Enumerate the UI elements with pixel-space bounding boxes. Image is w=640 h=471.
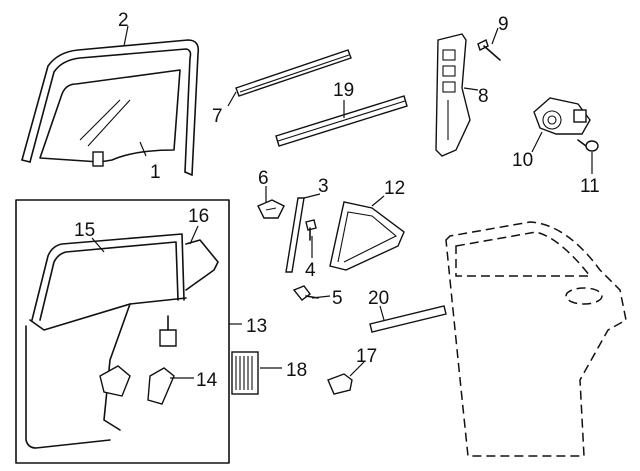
callout-17: 17 (356, 346, 377, 367)
pin (305, 219, 317, 241)
callout-11: 11 (580, 176, 600, 197)
belt-molding (235, 49, 352, 97)
lower-weatherstrip (369, 305, 447, 333)
callout-3: 3 (318, 176, 329, 197)
callout-14: 14 (196, 370, 218, 391)
door-body-outline (445, 221, 627, 457)
leader-lines (91, 25, 593, 379)
bolt (477, 39, 501, 61)
callout-5: 5 (332, 288, 343, 309)
sash-trim (285, 197, 305, 273)
callout-19: 19 (333, 80, 354, 101)
clip (257, 199, 285, 219)
callout-1: 1 (150, 162, 161, 183)
callout-16: 16 (188, 206, 209, 227)
callout-7: 7 (212, 106, 223, 127)
callout-labels: 2 1 7 19 8 9 10 11 6 3 12 4 5 20 13 15 1… (74, 10, 600, 391)
callout-13: 13 (246, 316, 267, 337)
regulator-motor (533, 97, 591, 135)
callout-8: 8 (478, 86, 489, 107)
door-glass-assembly (21, 39, 200, 176)
screw (577, 139, 599, 152)
callout-12: 12 (384, 178, 405, 199)
door-frame-box (15, 199, 230, 464)
callout-10: 10 (512, 150, 533, 171)
callout-20: 20 (368, 288, 389, 309)
belt-weatherstrip (275, 95, 408, 147)
callout-2: 2 (118, 10, 129, 31)
sound-pad (231, 351, 259, 395)
quarter-glass (329, 201, 405, 271)
callout-9: 9 (498, 14, 509, 35)
retainer-clip (327, 373, 353, 395)
callout-4: 4 (305, 260, 316, 281)
callout-6: 6 (258, 168, 269, 189)
callout-18: 18 (286, 360, 307, 381)
window-regulator (435, 33, 471, 157)
callout-15: 15 (74, 220, 95, 241)
